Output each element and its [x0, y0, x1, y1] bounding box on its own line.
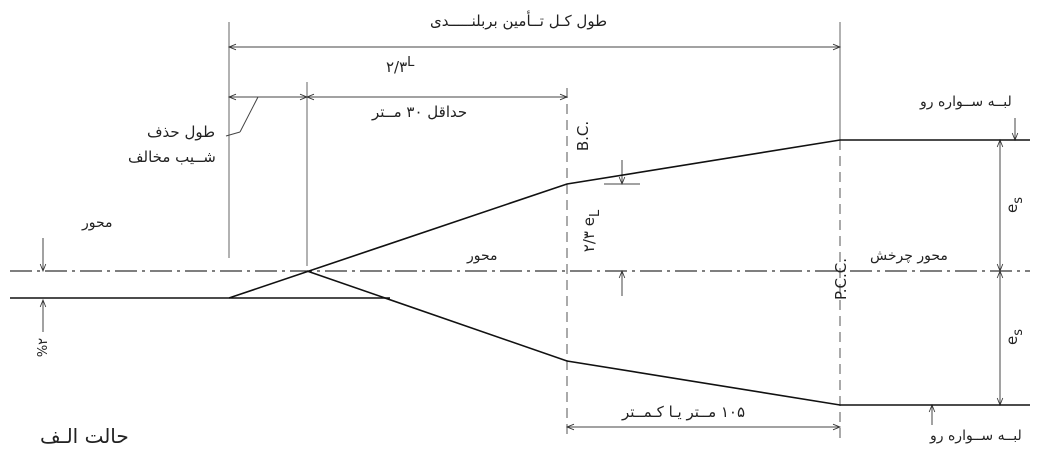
105m-label: ۱۰۵ مــتر یـا کـمــتر: [622, 403, 746, 421]
axis-label-center: محور: [467, 248, 498, 264]
min-30m-label: حداقل ۳۰ مــتر: [372, 103, 468, 121]
leader-removal-label-tail: [225, 131, 241, 137]
reverse-slope-removal-label-line2: شــیب مخالف: [128, 148, 216, 166]
es-lower-s: s: [1011, 328, 1027, 336]
edge-label-lower: لبــه ســواره رو: [930, 428, 1022, 444]
es-upper-label: es: [1003, 197, 1026, 214]
bc-label: B.C.: [574, 120, 593, 152]
total-length-label: طول کـل تــأمین بربلنـــــدی: [430, 12, 608, 30]
pcc-label: P.C.C.: [831, 258, 850, 300]
es-lower-label: es: [1003, 329, 1026, 346]
L-letter: L: [407, 55, 415, 70]
extension-lines: [228, 22, 841, 266]
reverse-slope-removal-label-line1: طول حذف: [147, 123, 216, 141]
dimension-lines: [39, 43, 1019, 431]
two-percent-label: %۲: [36, 337, 52, 358]
edge-label-upper: لبــه ســواره رو: [920, 94, 1012, 110]
e-letter: e: [580, 217, 599, 227]
two-thirds-L-label: ۲/۳L: [386, 55, 415, 76]
two-thirds-text: ۲/۳: [386, 58, 408, 76]
inner-edge-descent: [306, 270, 1030, 406]
es-upper-s: s: [1011, 196, 1027, 204]
es-upper-e: e: [1003, 203, 1022, 214]
es-lower-e: e: [1003, 335, 1022, 346]
two-thirds-eL-fraction: ۲/۳: [580, 231, 599, 253]
rotation-axis-label: محور چرخش: [870, 248, 948, 264]
axis-label-left: محور: [82, 215, 113, 231]
eL-subscript: L: [588, 209, 604, 218]
station-lines: [566, 88, 841, 440]
leader-removal-label: [239, 96, 259, 133]
edge-profiles: [10, 139, 1030, 406]
outer-edge-profile: [10, 139, 1030, 299]
two-thirds-eL-label: ۲/۳ eL: [580, 210, 603, 253]
caption-case-alef: حالت الـف: [40, 424, 129, 448]
